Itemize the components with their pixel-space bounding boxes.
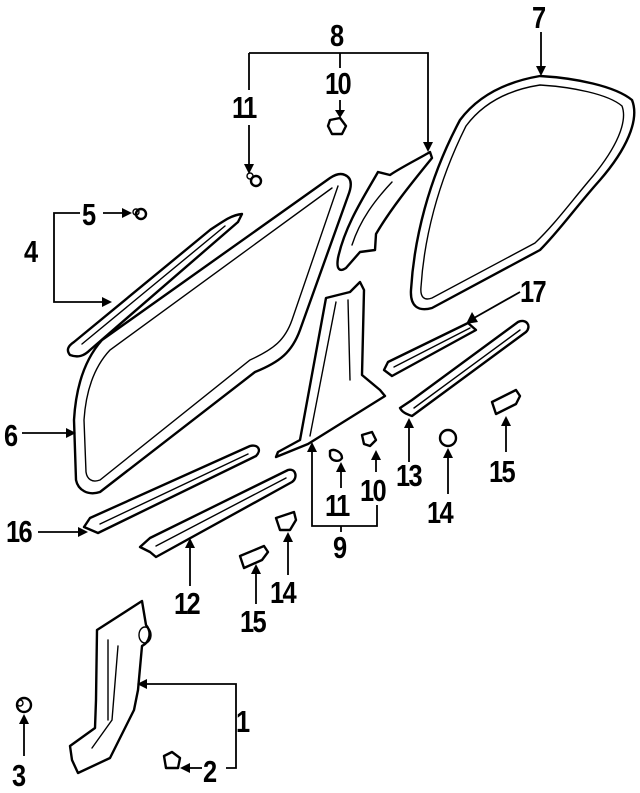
callout-17: 17 (520, 274, 547, 309)
callout-10-lower: 10 (360, 473, 387, 508)
callout-15-right: 15 (489, 454, 516, 489)
lower-center-pillar-trim-part (274, 280, 387, 459)
callout-16: 16 (6, 514, 33, 549)
kick-panel-part (68, 599, 152, 775)
rear-door-weatherstrip-part (409, 74, 636, 311)
callout-5: 5 (82, 197, 96, 232)
upper-center-pillar-trim-part (336, 150, 434, 272)
callout-3: 3 (12, 758, 26, 793)
clip-10-lower (360, 430, 378, 448)
callout-6: 6 (4, 418, 18, 453)
callout-13: 13 (396, 458, 423, 493)
callout-14-left: 14 (270, 575, 297, 610)
callout-11-upper: 11 (232, 90, 257, 125)
callout-11-lower: 11 (325, 488, 350, 523)
front-sill-strip-part (82, 444, 261, 535)
rear-scuff-plate-part (398, 319, 530, 418)
front-scuff-plate-part (138, 468, 297, 559)
clip-3 (15, 696, 33, 714)
clip-5 (132, 207, 148, 221)
callout-2: 2 (203, 754, 217, 789)
cap-14-left (274, 510, 298, 532)
callout-8: 8 (330, 18, 344, 53)
leader-lines (19, 32, 546, 773)
clip-2 (162, 750, 182, 770)
clip-10-top (326, 116, 348, 136)
cap-15-right (490, 388, 522, 416)
callout-9: 9 (333, 530, 347, 565)
callout-12: 12 (174, 586, 201, 621)
front-door-weatherstrip-part (72, 172, 352, 495)
a-pillar-trim-part (66, 212, 244, 358)
callout-1: 1 (236, 704, 250, 739)
callout-10-upper: 10 (325, 66, 352, 101)
callout-7: 7 (532, 0, 546, 35)
clip-11-top (246, 172, 263, 188)
callout-15-left: 15 (240, 604, 267, 639)
callout-4: 4 (24, 234, 38, 269)
cap-14-right (438, 428, 458, 448)
rear-sill-strip-part (382, 321, 478, 378)
cap-15-left (238, 544, 270, 570)
clip-11-lower (328, 448, 344, 462)
callout-14-right: 14 (427, 495, 454, 530)
